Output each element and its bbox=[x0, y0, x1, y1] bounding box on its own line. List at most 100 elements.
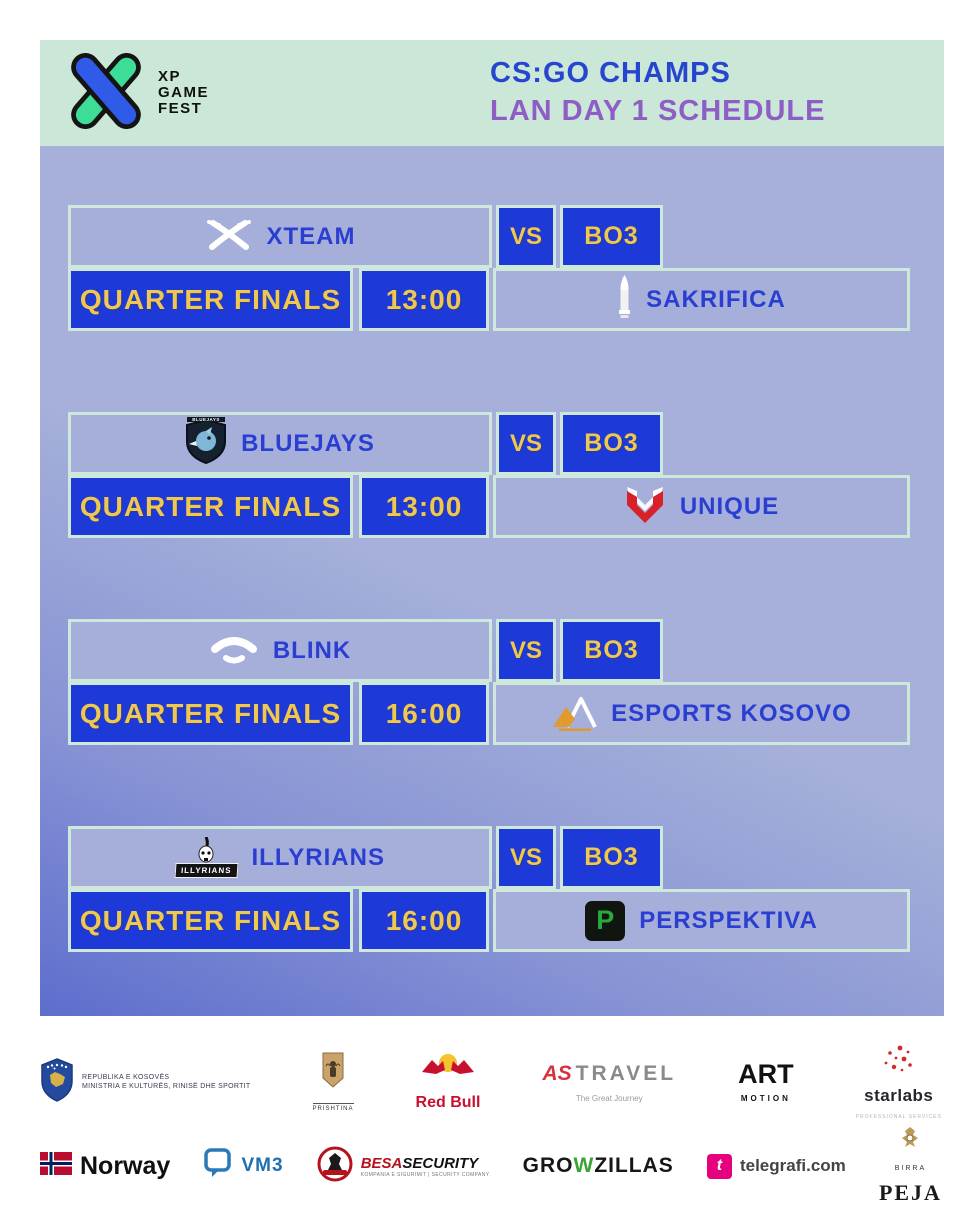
sponsor-prishtina: PRISHTINA bbox=[312, 1052, 354, 1112]
starlabs-label: starlabs bbox=[864, 1085, 934, 1105]
match2-vs-cell: VS bbox=[496, 412, 556, 475]
match3-top-row: BLINK VS BO3 bbox=[68, 619, 910, 682]
match1-vs-cell: VS bbox=[496, 205, 556, 268]
redbull-label: Red Bull bbox=[415, 1094, 481, 1111]
brand-text: XP GAME FEST bbox=[158, 69, 209, 117]
header: XP GAME FEST CS:GO CHAMPS LAN DAY 1 SCHE… bbox=[40, 40, 944, 146]
team-name: ILLYRIANS bbox=[251, 843, 385, 871]
sponsor-art-motion: ART MOTION bbox=[738, 1058, 794, 1103]
sponsor-as-travel: AS TRAVEL The Great Journey bbox=[542, 1062, 676, 1103]
brand-line1: XP bbox=[158, 68, 182, 85]
team-name: BLINK bbox=[272, 636, 352, 664]
match-block-4: ILLYRIANS ILLYRIANS VS BO3 QUARTER FINAL… bbox=[68, 826, 910, 952]
bluejays-banner-text: BLUEJAYS bbox=[187, 417, 226, 422]
redbull-bulls-icon bbox=[420, 1052, 476, 1085]
brand: XP GAME FEST bbox=[66, 52, 209, 134]
match3-team1-cell: BLINK bbox=[68, 619, 492, 682]
peja-crest-icon bbox=[897, 1126, 923, 1157]
perspektiva-p-icon: P bbox=[585, 900, 626, 941]
match4-team1-cell: ILLYRIANS ILLYRIANS bbox=[68, 826, 492, 889]
starlabs-tagline: PROFESSIONAL SERVICES bbox=[855, 1113, 942, 1120]
besa-part2: SECURITY bbox=[402, 1154, 479, 1172]
vm3-label: VM3 bbox=[241, 1155, 284, 1176]
team-name: ESPORTS KOSOVO bbox=[611, 699, 852, 727]
sponsor-vm3: VM3 bbox=[203, 1147, 284, 1185]
telegrafi-icon: t bbox=[706, 1153, 732, 1179]
match1-top-row: XTEAM VS BO3 bbox=[68, 205, 910, 268]
match4-format-cell: BO3 bbox=[560, 826, 663, 889]
xp-game-fest-logo-icon bbox=[66, 52, 146, 134]
match3-time-cell: 16:00 bbox=[359, 682, 489, 745]
growzillas-green-w: W bbox=[573, 1154, 595, 1177]
match1-bottom-row: QUARTER FINALS 13:00 SAKRIFICA bbox=[68, 268, 910, 331]
growzillas-part1: GRO bbox=[522, 1154, 574, 1177]
besa-wordmark: BESA SECURITY KOMPANIA E SIGURIMIT | SEC… bbox=[361, 1155, 490, 1178]
match4-team2-cell: P PERSPEKTIVA bbox=[493, 889, 910, 952]
as-travel-travel: TRAVEL bbox=[575, 1061, 677, 1085]
match4-stage-cell: QUARTER FINALS bbox=[68, 889, 353, 952]
sponsor-besa-security: BESA SECURITY KOMPANIA E SIGURIMIT | SEC… bbox=[317, 1146, 490, 1187]
match4-time-cell: 16:00 bbox=[359, 889, 489, 952]
bluejays-shield-icon: BLUEJAYS bbox=[185, 417, 227, 469]
kosovo-coat-of-arms-icon bbox=[40, 1057, 74, 1108]
sponsor-kosovo-ministry: REPUBLIKA E KOSOVËS MINISTRIA E KULTURËS… bbox=[40, 1057, 251, 1108]
match-block-3: BLINK VS BO3 QUARTER FINALS 16:00 bbox=[68, 619, 910, 745]
sponsor-footer: REPUBLIKA E KOSOVËS MINISTRIA E KULTURËS… bbox=[0, 1016, 980, 1225]
peja-label: PEJA bbox=[878, 1180, 942, 1205]
kosovo-ministry-text: REPUBLIKA E KOSOVËS MINISTRIA E KULTURËS… bbox=[82, 1073, 251, 1091]
as-travel-wordmark: AS TRAVEL bbox=[542, 1062, 676, 1086]
match2-format-cell: BO3 bbox=[560, 412, 663, 475]
sponsor-row-2: Norway VM3 bbox=[40, 1127, 942, 1205]
match2-team1-cell: BLUEJAYS BLUEJAYS bbox=[68, 412, 492, 475]
match-block-2: BLUEJAYS BLUEJAYS VS BO3 QUARTER FINALS … bbox=[68, 412, 910, 538]
team-name: BLUEJAYS bbox=[241, 429, 375, 457]
besa-part1: BESA bbox=[360, 1154, 403, 1172]
vm3-bubble-icon bbox=[203, 1147, 233, 1185]
norway-label: Norway bbox=[80, 1151, 171, 1180]
match2-top-row: BLUEJAYS BLUEJAYS VS BO3 bbox=[68, 412, 910, 475]
match3-format-cell: BO3 bbox=[560, 619, 663, 682]
match1-team1-cell: XTEAM bbox=[68, 205, 492, 268]
match3-team2-cell: ESPORTS KOSOVO bbox=[493, 682, 910, 745]
match3-vs-cell: VS bbox=[496, 619, 556, 682]
match3-stage-cell: QUARTER FINALS bbox=[68, 682, 353, 745]
as-travel-as: AS bbox=[542, 1061, 572, 1085]
match2-time-cell: 13:00 bbox=[359, 475, 489, 538]
prishtina-emblem-icon bbox=[321, 1052, 345, 1093]
peja-birra-label: BIRRA bbox=[894, 1165, 927, 1172]
brand-line3: FEST bbox=[158, 100, 203, 117]
xteam-wings-icon bbox=[205, 216, 253, 257]
schedule-panel: XTEAM VS BO3 QUARTER FINALS 13:00 bbox=[40, 146, 944, 1016]
match4-top-row: ILLYRIANS ILLYRIANS VS BO3 bbox=[68, 826, 910, 889]
team-name: PERSPEKTIVA bbox=[639, 906, 818, 934]
art-motion-motion: MOTION bbox=[740, 1093, 791, 1103]
growzillas-part3: ZILLAS bbox=[594, 1154, 674, 1177]
match4-vs-cell: VS bbox=[496, 826, 556, 889]
match1-time-cell: 13:00 bbox=[359, 268, 489, 331]
team-name: UNIQUE bbox=[679, 492, 780, 520]
growzillas-wordmark: GROWZILLAS bbox=[523, 1154, 674, 1178]
illyrians-skull-icon: ILLYRIANS bbox=[174, 837, 239, 878]
match2-bottom-row: QUARTER FINALS 13:00 UNIQUE bbox=[68, 475, 910, 538]
match4-bottom-row: QUARTER FINALS 16:00 P PERSPEKTIVA bbox=[68, 889, 910, 952]
starlabs-dots-icon bbox=[880, 1045, 918, 1078]
sponsor-redbull: Red Bull bbox=[415, 1052, 481, 1112]
match1-format-cell: BO3 bbox=[560, 205, 663, 268]
sponsor-telegrafi: t telegrafi.com bbox=[706, 1153, 846, 1179]
unique-emblem-icon bbox=[624, 483, 666, 530]
match1-team2-cell: SAKRIFICA bbox=[493, 268, 910, 331]
besa-tagline: KOMPANIA E SIGURIMIT | SECURITY COMPANY bbox=[360, 1171, 490, 1178]
art-motion-art: ART bbox=[738, 1058, 794, 1089]
title-line2: LAN DAY 1 SCHEDULE bbox=[490, 95, 826, 127]
sponsor-row-1: REPUBLIKA E KOSOVËS MINISTRIA E KULTURËS… bbox=[40, 1045, 942, 1120]
team-name: XTEAM bbox=[266, 222, 356, 250]
illyrians-banner-text: ILLYRIANS bbox=[174, 863, 239, 878]
brand-line2: GAME bbox=[158, 84, 209, 101]
besa-emblem-icon bbox=[317, 1146, 353, 1187]
sponsor-norway: Norway bbox=[40, 1152, 170, 1181]
sponsor-growzillas: GROWZILLAS bbox=[523, 1154, 674, 1178]
blink-eye-icon bbox=[209, 632, 259, 669]
team-name: SAKRIFICA bbox=[646, 285, 786, 313]
norway-flag-icon bbox=[40, 1152, 72, 1180]
